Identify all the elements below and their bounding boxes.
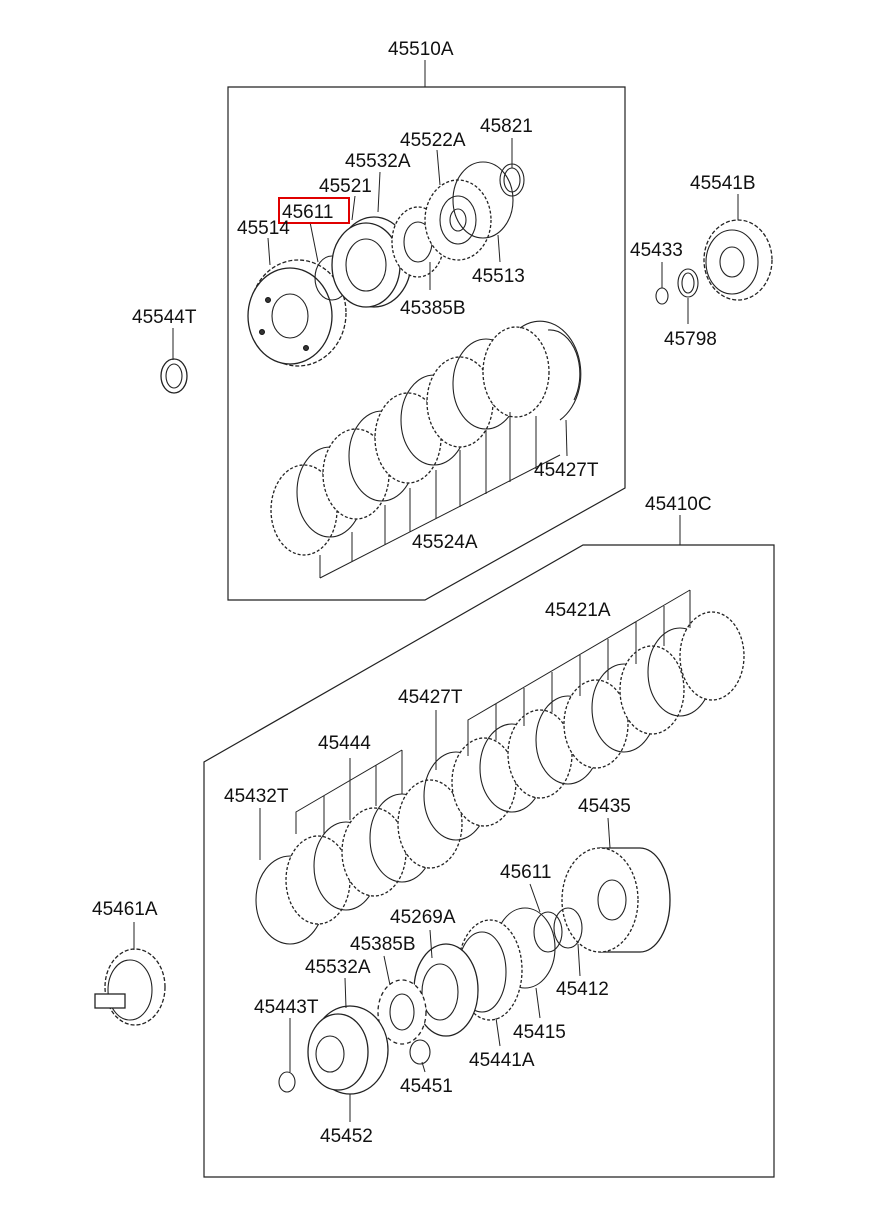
clutch-drum-45435 [561, 847, 671, 953]
assembly-box-45410C [203, 544, 775, 1178]
clutch-plate-stack-lower [255, 611, 745, 945]
snap-ring-45433 [655, 287, 669, 305]
label-45798[interactable]: 45798 [664, 329, 717, 350]
spring-pack-45385B-bottom [377, 979, 427, 1045]
label-45432T[interactable]: 45432T [224, 786, 289, 807]
label-45524A[interactable]: 45524A [412, 532, 478, 553]
ring-45412 [553, 907, 583, 949]
thrust-washer-45544T [160, 358, 188, 394]
label-45522A[interactable]: 45522A [400, 130, 466, 151]
label-45461A[interactable]: 45461A [92, 899, 158, 920]
label-45385B-top[interactable]: 45385B [400, 298, 466, 319]
piston-45269A [413, 943, 479, 1037]
label-45441A[interactable]: 45441A [469, 1050, 535, 1071]
label-45427T-top[interactable]: 45427T [534, 460, 599, 481]
assembly-box-45510A [227, 86, 626, 601]
highlight-box-45611 [278, 197, 350, 224]
label-45433[interactable]: 45433 [630, 240, 683, 261]
label-45532A-bottom[interactable]: 45532A [305, 957, 371, 978]
label-45443T[interactable]: 45443T [254, 997, 319, 1018]
ring-45513 [452, 161, 514, 239]
clutch-plate-stack-upper [270, 320, 582, 556]
label-45269A[interactable]: 45269A [390, 907, 456, 928]
label-45521[interactable]: 45521 [319, 176, 372, 197]
label-45421A[interactable]: 45421A [545, 600, 611, 621]
label-45821[interactable]: 45821 [480, 116, 533, 137]
label-45510A[interactable]: 45510A [388, 39, 454, 60]
washer-45798 [677, 268, 699, 298]
leader-lines [133, 60, 739, 1122]
label-45541B[interactable]: 45541B [690, 173, 756, 194]
label-45611-bottom[interactable]: 45611 [500, 862, 551, 883]
label-45385B-bottom[interactable]: 45385B [350, 934, 416, 955]
label-45444[interactable]: 45444 [318, 733, 371, 754]
label-45532A-top[interactable]: 45532A [345, 151, 411, 172]
label-45611-top[interactable]: 45611 [282, 202, 333, 223]
label-45412[interactable]: 45412 [556, 979, 609, 1000]
snap-ring-45611-bottom [533, 911, 563, 953]
label-45544T[interactable]: 45544T [132, 307, 197, 328]
label-45451[interactable]: 45451 [400, 1076, 453, 1097]
hub-45452 [307, 1005, 389, 1095]
label-45514[interactable]: 45514 [237, 218, 290, 239]
shaft-gear-45461A [94, 948, 166, 1026]
label-45435[interactable]: 45435 [578, 796, 631, 817]
clutch-hub-gear-45514 [247, 259, 347, 367]
label-45452[interactable]: 45452 [320, 1126, 373, 1147]
label-45415[interactable]: 45415 [513, 1022, 566, 1043]
snap-ring-45443T [278, 1071, 296, 1093]
label-45410C[interactable]: 45410C [645, 494, 712, 515]
label-45427T-mid[interactable]: 45427T [398, 687, 463, 708]
label-45513[interactable]: 45513 [472, 266, 525, 287]
gear-45541B [703, 219, 773, 301]
ring-45451 [409, 1039, 431, 1065]
